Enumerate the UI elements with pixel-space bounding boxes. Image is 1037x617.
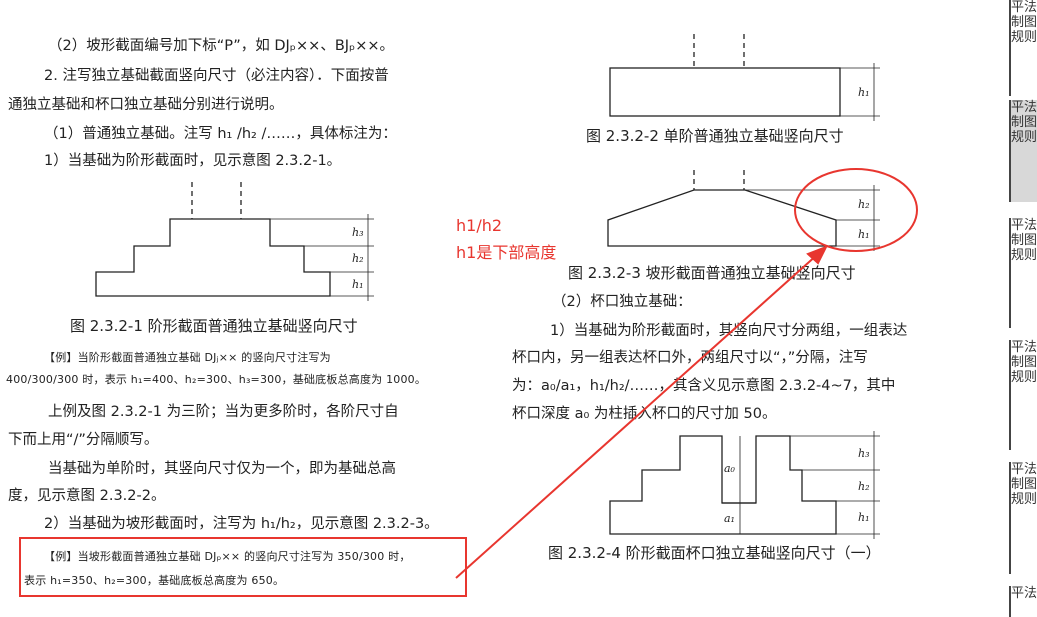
example-text: 【例】当阶形截面普通独立基础 DJⱼ×× 的竖向尺寸注写为 (44, 351, 331, 364)
text-line: 下而上用“/”分隔顺写。 (8, 432, 159, 448)
side-tab-active[interactable]: 平法制图规则 (1009, 100, 1037, 202)
dim-label-h2: h₂ (858, 480, 870, 493)
dim-label-h1: h₁ (858, 86, 870, 99)
text-line: 杯口深度 a₀ 为柱插入杯口的尺寸加 50。 (512, 406, 777, 422)
text-line: 2）当基础为坡形截面时，注写为 h₁/h₂，见示意图 2.3.2-3。 (44, 516, 439, 532)
text-line: 1）当基础为阶形截面时，见示意图 2.3.2-1。 (44, 153, 342, 169)
text-line: 2. 注写独立基础截面竖向尺寸（必注内容）．下面按普 (44, 68, 389, 84)
text-line: 杯口内，另一组表达杯口外，两组尺寸以“，”分隔，注写 (512, 350, 868, 366)
side-tab[interactable]: 平法制图规则 (1009, 218, 1037, 328)
arrow-head (806, 245, 829, 265)
text-line: （2）杯口独立基础： (552, 294, 692, 310)
figure-caption: 图 2.3.2-2 单阶普通独立基础竖向尺寸 (586, 127, 844, 145)
dim-label-h1: h₁ (352, 278, 364, 291)
dim-label-h2: h₂ (858, 198, 870, 211)
example-text: 表示 h₁=350、h₂=300，基础底板总高度为 650。 (24, 574, 285, 587)
dim-label-h2: h₂ (352, 252, 364, 265)
side-tab[interactable]: 平法制图规则 (1009, 0, 1037, 96)
figure-slope-footing (607, 170, 880, 251)
text-line: 度，见示意图 2.3.2-2。 (8, 488, 166, 504)
figure-cup-footing (609, 431, 880, 539)
highlight-ellipse (794, 168, 918, 252)
dim-label-a0: a₀ (724, 462, 736, 475)
text-line: （2）坡形截面编号加下标“P”，如 DJₚ××、BJₚ××。 (48, 38, 395, 54)
side-tab[interactable]: 平法制图规则 (1009, 340, 1037, 450)
annotation-line1: h1/h2 (456, 216, 503, 235)
figure-caption: 图 2.3.2-1 阶形截面普通独立基础竖向尺寸 (70, 317, 358, 335)
figure-caption: 图 2.3.2-4 阶形截面杯口独立基础竖向尺寸（一） (548, 544, 881, 562)
annotation-arrow (455, 253, 819, 579)
example-text: 【例】当坡形截面普通独立基础 DJₚ×× 的竖向尺寸注写为 350/300 时， (44, 550, 411, 563)
text-line: 为：a₀/a₁，h₁/h₂/……，其含义见示意图 2.3.2-4~7，其中 (512, 378, 896, 394)
side-tab[interactable]: 平法 (1009, 586, 1037, 617)
text-line: 上例及图 2.3.2-1 为三阶；当为更多阶时，各阶尺寸自 (48, 404, 399, 420)
figure-single-step-footing (609, 34, 880, 121)
side-tab[interactable]: 平法制图规则 (1009, 462, 1037, 574)
dim-label-h1: h₁ (858, 228, 870, 241)
dim-label-h3: h₃ (858, 447, 870, 460)
highlight-box (19, 537, 467, 597)
figure-caption: 图 2.3.2-3 坡形截面普通独立基础竖向尺寸 (568, 264, 856, 282)
text-line: （1）普通独立基础。注写 h₁ /h₂ /……，具体标注为： (44, 126, 397, 142)
text-line: 当基础为单阶时，其竖向尺寸仅为一个，即为基础总高 (48, 461, 396, 477)
annotation-line2: h1是下部高度 (456, 243, 557, 262)
figure-stepped-footing (95, 182, 374, 301)
dim-label-h3: h₃ (352, 226, 364, 239)
example-text: 400/300/300 时，表示 h₁=400、h₂=300、h₃=300，基础… (6, 373, 427, 386)
text-line: 1）当基础为阶形截面时，其竖向尺寸分两组，一组表达 (550, 323, 908, 339)
dim-label-a1: a₁ (724, 512, 735, 525)
dim-label-h1: h₁ (858, 511, 870, 524)
text-line: 通独立基础和杯口独立基础分别进行说明。 (8, 97, 284, 113)
